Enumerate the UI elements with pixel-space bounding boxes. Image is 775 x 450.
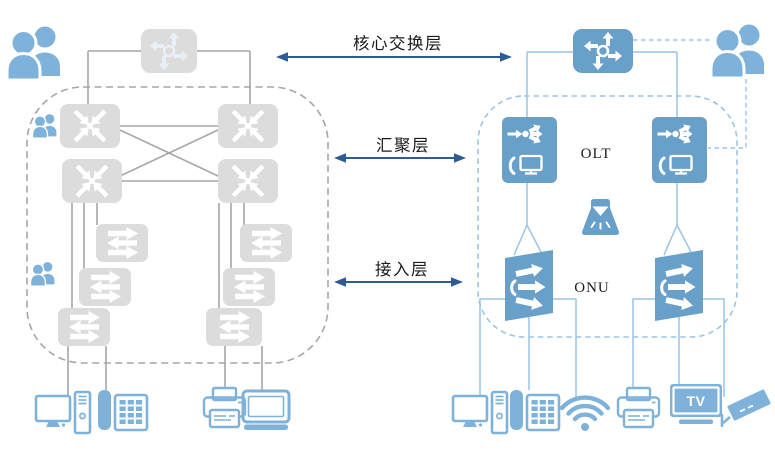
- tv-node: TV: [668, 382, 724, 426]
- access-switch-node: [223, 268, 275, 306]
- right-connection-lines: [479, 51, 725, 400]
- aggregation-switch-node: [62, 159, 122, 203]
- access-switch-icon: [90, 271, 121, 303]
- arrow-head-right-icon: [500, 52, 512, 62]
- users-group-icon: [709, 23, 766, 80]
- left-aggregation-access-dashed-boundary: [26, 86, 329, 364]
- right-pon-network: OLT ONU TV: [451, 23, 771, 435]
- access-layer-label: 接入层: [375, 260, 429, 279]
- desktop-computer-icon: [451, 390, 509, 435]
- access-switch-icon: [251, 227, 282, 259]
- access-switch-icon: [69, 311, 100, 343]
- access-switch-node: [96, 224, 148, 262]
- users-group-small-icon: [31, 113, 58, 139]
- access-switch-icon: [234, 271, 265, 303]
- access-switch-node: [79, 268, 131, 306]
- aggregation-switch-node: [218, 159, 278, 203]
- arrow-head-left-icon: [334, 153, 346, 163]
- pon-dashed-boundary: [477, 95, 738, 338]
- tv-screen-label: TV: [687, 393, 706, 409]
- olt-node: [502, 117, 557, 183]
- aggregation-layer-annotation: 汇聚层: [334, 136, 466, 163]
- access-switch-node: [240, 224, 292, 262]
- left-connection-lines: [67, 50, 263, 396]
- arrow-head-left-icon: [334, 277, 346, 287]
- printer-icon: [202, 386, 247, 429]
- users-uplink-dashed-lines: [633, 39, 747, 149]
- users-group-small-icon: [29, 261, 56, 287]
- arrow-head-left-icon: [276, 52, 288, 62]
- core-layer-label: 核心交换层: [353, 34, 443, 53]
- users-group-icon: [5, 25, 62, 82]
- camera-icon: [720, 389, 771, 427]
- telephone-icon: [508, 388, 561, 432]
- printer-icon: [616, 386, 661, 429]
- optical-splitter-icon: [581, 198, 620, 236]
- laptop-icon: [241, 389, 291, 432]
- access-layer-annotation: 接入层: [334, 260, 463, 287]
- onu-icon: [655, 250, 703, 321]
- onu-label: ONU: [574, 280, 610, 296]
- core-layer-annotation: 核心交换层: [276, 34, 512, 62]
- aggregation-layer-label: 汇聚层: [376, 136, 430, 155]
- desktop-computer-icon: [34, 390, 92, 435]
- core-switch-node: [573, 29, 633, 73]
- aggregation-switch-node: [60, 104, 120, 148]
- access-switch-icon: [107, 227, 138, 259]
- access-switch-icon: [219, 311, 250, 343]
- access-switch-node: [206, 308, 262, 346]
- wifi-icon: [562, 398, 608, 431]
- onu-icon: [505, 250, 553, 321]
- arrow-head-right-icon: [451, 277, 463, 287]
- aggregation-switch-node: [218, 104, 278, 148]
- telephone-icon: [96, 388, 149, 432]
- olt-node: [652, 117, 707, 183]
- left-traditional-network: [5, 25, 329, 435]
- layer-annotations: 核心交换层 汇聚层 接入层: [276, 34, 512, 287]
- olt-label: OLT: [581, 146, 612, 162]
- core-router-node: [141, 29, 197, 73]
- access-switch-node: [58, 308, 110, 346]
- arrow-head-right-icon: [454, 153, 466, 163]
